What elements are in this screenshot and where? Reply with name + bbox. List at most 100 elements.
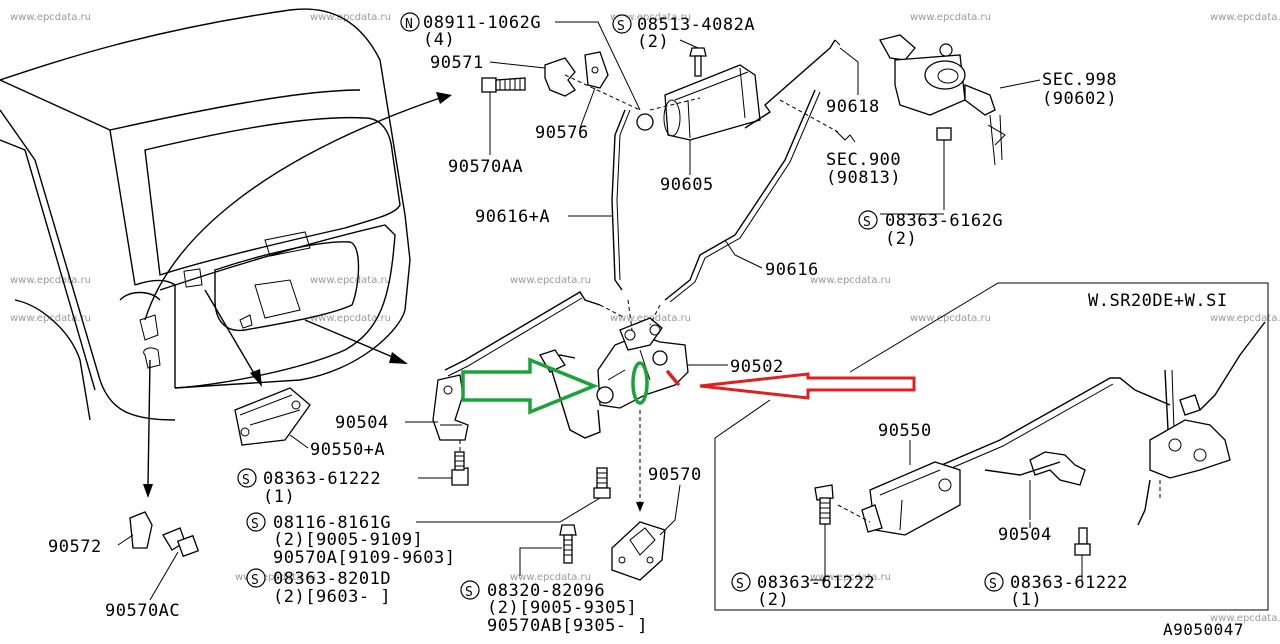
label-08363-61222-qty: (1) bbox=[263, 487, 295, 507]
inset-detail: W.SR20DE+W.SI 90550 90504 bbox=[714, 282, 1269, 611]
screw-symbol-icon bbox=[237, 468, 257, 488]
part-08363-61222-bolt bbox=[451, 440, 469, 486]
part-90570AC-bolt bbox=[162, 527, 200, 558]
part-90570-striker bbox=[611, 521, 666, 581]
screw-symbol-icon bbox=[858, 210, 878, 230]
part-90502-latch bbox=[596, 299, 689, 512]
marker-symbol: S bbox=[251, 517, 259, 532]
label-90504: 90504 bbox=[335, 413, 389, 433]
screw-symbol-icon bbox=[246, 568, 266, 588]
green-arrow-icon bbox=[461, 357, 599, 415]
screw-symbol-icon bbox=[460, 580, 480, 600]
label-90550A: 90550+A bbox=[310, 440, 385, 460]
part-08513-bolt bbox=[689, 47, 707, 77]
part-08116-bolt bbox=[593, 467, 611, 499]
marker-symbol: S bbox=[863, 215, 871, 230]
screw-symbol-icon bbox=[246, 512, 266, 532]
label-90616A: 90616+A bbox=[475, 207, 550, 227]
watermark: www.epcdata.ru bbox=[1210, 313, 1280, 324]
label-sec-900: SEC.900 bbox=[826, 150, 901, 170]
green-highlight-ellipse bbox=[631, 361, 649, 405]
label-sec-998: SEC.998 bbox=[1042, 70, 1117, 90]
leader-arrows bbox=[143, 92, 452, 498]
label-90570AC: 90570AC bbox=[105, 601, 180, 621]
red-mark bbox=[666, 370, 680, 386]
nut-symbol-icon bbox=[400, 12, 420, 32]
label-90572: 90572 bbox=[48, 537, 102, 557]
label-08363-61222: 08363-61222 bbox=[263, 469, 381, 489]
label-08320-qty: (2)[9005-9305] bbox=[487, 598, 637, 618]
part-rod bbox=[444, 291, 601, 371]
watermark: www.epcdata.ru bbox=[510, 572, 591, 583]
label-90502: 90502 bbox=[730, 357, 784, 377]
marker-symbol: S bbox=[617, 19, 625, 34]
label-90605: 90605 bbox=[660, 175, 714, 195]
part-clip bbox=[636, 113, 654, 131]
inset-title: W.SR20DE+W.SI bbox=[1088, 291, 1228, 311]
highlight-annotations bbox=[461, 357, 916, 415]
label-08911-1062G: 08911-1062G bbox=[423, 13, 541, 33]
part-90616A-rod bbox=[611, 109, 626, 291]
label-90576: 90576 bbox=[535, 123, 589, 143]
part-cable bbox=[549, 354, 601, 439]
part-90572-clip bbox=[129, 511, 153, 549]
part-90550A-actuator bbox=[234, 387, 311, 446]
label-08363-6162G-qty: (2) bbox=[885, 229, 917, 249]
marker-symbol: N bbox=[405, 17, 413, 32]
marker-symbol: S bbox=[251, 573, 259, 588]
watermark: www.epcdata.ru bbox=[10, 275, 91, 286]
vehicle-rear-outline bbox=[0, 8, 411, 421]
watermark: www.epcdata.ru bbox=[310, 12, 391, 23]
watermark: www.epcdata.ru bbox=[910, 12, 991, 23]
label-90570A: 90570A[9109-9603] bbox=[273, 548, 456, 568]
watermark: www.epcdata.ru bbox=[610, 12, 691, 23]
part-08363-6162G-bolt bbox=[936, 127, 952, 210]
watermark: www.epcdata.ru bbox=[1210, 12, 1280, 23]
label-90570AB: 90570AB[9305- ] bbox=[487, 616, 648, 636]
label-sec-998-ref: (90602) bbox=[1042, 89, 1117, 109]
part-90571-bracket bbox=[544, 51, 641, 111]
label-90570AA: 90570AA bbox=[448, 157, 523, 177]
label-90618: 90618 bbox=[826, 97, 880, 117]
watermark: www.epcdata.ru bbox=[910, 313, 991, 324]
part-90616-rod bbox=[664, 89, 816, 301]
label-inset-08363-a-qty: (2) bbox=[757, 590, 789, 610]
watermark: www.epcdata.ru bbox=[810, 572, 891, 583]
watermark: www.epcdata.ru bbox=[310, 313, 391, 324]
marker-symbol: S bbox=[736, 577, 744, 592]
marker-symbol: S bbox=[989, 577, 997, 592]
label-inset-90504: 90504 bbox=[998, 525, 1052, 545]
label-08116-qty: (2)[9005-9109] bbox=[273, 530, 423, 550]
label-08911-qty: (4) bbox=[423, 30, 455, 50]
watermark: www.epcdata.ru bbox=[10, 12, 91, 23]
label-08363-6162G: 08363-6162G bbox=[885, 211, 1003, 231]
label-inset-08363-b-qty: (1) bbox=[1010, 590, 1042, 610]
screw-symbol-icon bbox=[731, 572, 751, 592]
part-90618-rod bbox=[744, 39, 836, 129]
part-lock-cylinder bbox=[879, 34, 1006, 166]
label-08363-8201D: 08363-8201D bbox=[273, 569, 391, 589]
label-08320-82096: 08320-82096 bbox=[487, 581, 605, 601]
label-inset-08363-61222-b: 08363-61222 bbox=[1010, 573, 1128, 593]
part-90605-handle bbox=[649, 64, 761, 165]
label-sec-900-ref: (90813) bbox=[826, 168, 901, 188]
screw-symbol-icon bbox=[612, 14, 632, 34]
label-08513-qty: (2) bbox=[637, 32, 669, 52]
part-08320-bolt bbox=[559, 524, 577, 564]
labels-main: N 08911-1062G (4) S 08513-4082A (2) 9057… bbox=[48, 12, 1117, 636]
label-08513-4082A: 08513-4082A bbox=[637, 15, 755, 35]
watermark: www.epcdata.ru bbox=[810, 275, 891, 286]
part-90504-rod-clip bbox=[432, 374, 469, 441]
watermark: www.epcdata.ru bbox=[1210, 613, 1280, 624]
part-90570AA-bolt bbox=[481, 77, 526, 93]
screw-symbol-icon bbox=[984, 572, 1004, 592]
label-inset-90550: 90550 bbox=[878, 421, 932, 441]
watermark: www.epcdata.ru bbox=[510, 275, 591, 286]
label-inset-08363-61222-a: 08363-61222 bbox=[757, 573, 875, 593]
marker-symbol: S bbox=[465, 585, 473, 600]
label-90616: 90616 bbox=[765, 260, 819, 280]
label-08116-8161G: 08116-8161G bbox=[273, 513, 391, 533]
label-90570: 90570 bbox=[648, 465, 702, 485]
